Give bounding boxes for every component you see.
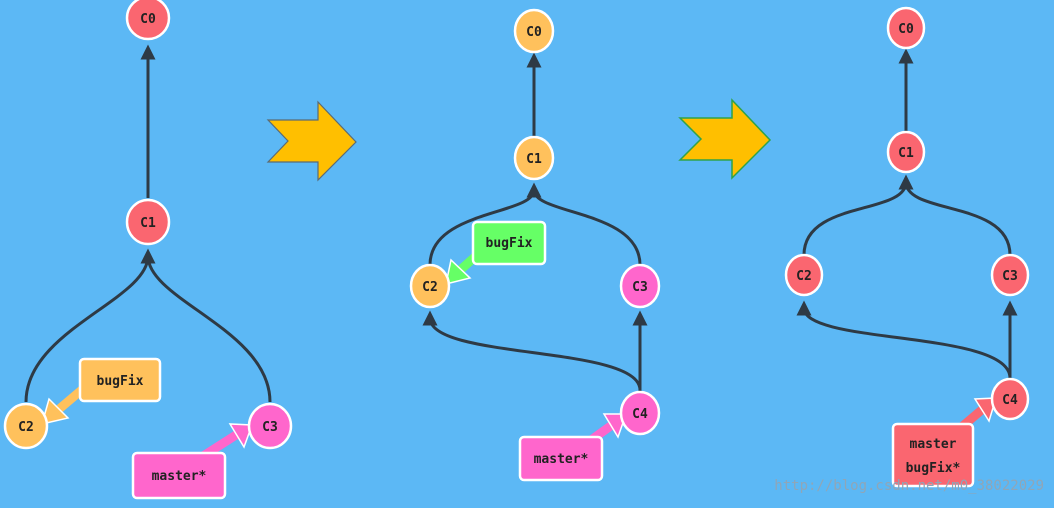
branch-label-bugfix: bugFix: [471, 220, 547, 266]
commit-label: C1: [140, 216, 156, 231]
commit-label: C1: [898, 146, 914, 161]
commit-label: C2: [18, 420, 34, 435]
branch-label-master-bugfix: master bugFix*: [891, 422, 975, 488]
branch-label-box: [78, 357, 162, 403]
watermark: http://blog.csdn.net/m0_38022029: [774, 478, 1044, 494]
panel-3-edges: [796, 48, 1018, 379]
commit-label: C3: [632, 280, 648, 295]
transition-arrow-icon: [266, 100, 357, 182]
edge-c2-c1: [24, 248, 156, 403]
commit-circle: [990, 377, 1030, 421]
branch-label-box: [471, 220, 547, 266]
branch-label-box: [891, 422, 975, 488]
branch-pointer-head: [445, 258, 472, 286]
branch-label-master: master*: [518, 435, 604, 482]
branch-label-text: bugFix: [486, 236, 533, 251]
commit-node: C3: [247, 402, 293, 450]
branch-label-box: [518, 435, 604, 482]
edge-c3-c1: [532, 189, 642, 266]
commit-circle: [784, 253, 824, 297]
branch-label-bugfix: bugFix: [78, 357, 162, 403]
commit-circle: [247, 402, 293, 450]
commit-circle: [619, 390, 661, 436]
edge-c2-c1: [428, 182, 542, 266]
branch-label-text: bugFix*: [906, 461, 961, 476]
commit-circle: [886, 130, 926, 174]
commit-node: C2: [3, 402, 49, 450]
panel-3-commits: C0 C1 C2 C3 C4: [784, 6, 1030, 421]
commit-node: C0: [125, 0, 171, 41]
commit-circle: [990, 253, 1030, 297]
branch-pointer-head: [40, 397, 70, 426]
commit-circle: [513, 8, 555, 54]
edge-c2-c1: [802, 174, 914, 256]
commit-circle: [3, 402, 49, 450]
commit-node: C1: [886, 130, 926, 174]
branch-pointers: [40, 251, 998, 463]
commit-node: C0: [886, 6, 926, 50]
branch-pointer-head: [973, 397, 998, 423]
commit-node: C1: [125, 198, 171, 246]
branch-label-text: master*: [152, 469, 207, 484]
panel-1-commits: C0 C1 C2 C3: [3, 0, 293, 450]
commit-node: C3: [990, 253, 1030, 297]
commit-label: C3: [262, 420, 278, 435]
commit-label: C2: [796, 269, 812, 284]
commit-circle: [619, 263, 661, 309]
commit-label: C4: [632, 407, 648, 422]
edge-c3-c1: [904, 181, 1012, 256]
transition-arrow-icon: [678, 98, 772, 180]
commit-circle: [886, 6, 926, 50]
commit-label: C2: [422, 280, 438, 295]
commit-label: C0: [526, 25, 542, 40]
branch-pointer-head: [602, 413, 628, 439]
commit-label: C4: [1002, 393, 1018, 408]
commit-node: C1: [513, 135, 555, 181]
branch-label-box: [131, 451, 227, 500]
edge-c4-c2: [422, 310, 642, 391]
commit-node: C2: [784, 253, 824, 297]
commit-circle: [409, 263, 451, 309]
commit-circle: [125, 0, 171, 41]
commit-label: C0: [898, 22, 914, 37]
commit-circle: [125, 198, 171, 246]
commit-node: C3: [619, 263, 661, 309]
edge-c3-c1: [146, 255, 272, 403]
commit-circle: [513, 135, 555, 181]
commit-node: C4: [990, 377, 1030, 421]
commit-node: C4: [619, 390, 661, 436]
edge-c4-c2: [796, 300, 1012, 379]
commit-label: C3: [1002, 269, 1018, 284]
panel-2-commits: C0 C1 C2 C3 C4: [409, 8, 661, 436]
panel-1-edges: [24, 44, 272, 403]
branch-label-text: bugFix: [97, 374, 144, 389]
branch-label-text: master: [910, 437, 957, 452]
commit-node: C2: [409, 263, 451, 309]
commit-label: C0: [140, 12, 156, 27]
branch-label-master: master*: [131, 451, 227, 500]
panel-2-edges: [422, 52, 648, 392]
branch-pointer-head: [228, 423, 254, 449]
branch-label-text: master*: [534, 452, 589, 467]
commit-node: C0: [513, 8, 555, 54]
commit-label: C1: [526, 152, 542, 167]
